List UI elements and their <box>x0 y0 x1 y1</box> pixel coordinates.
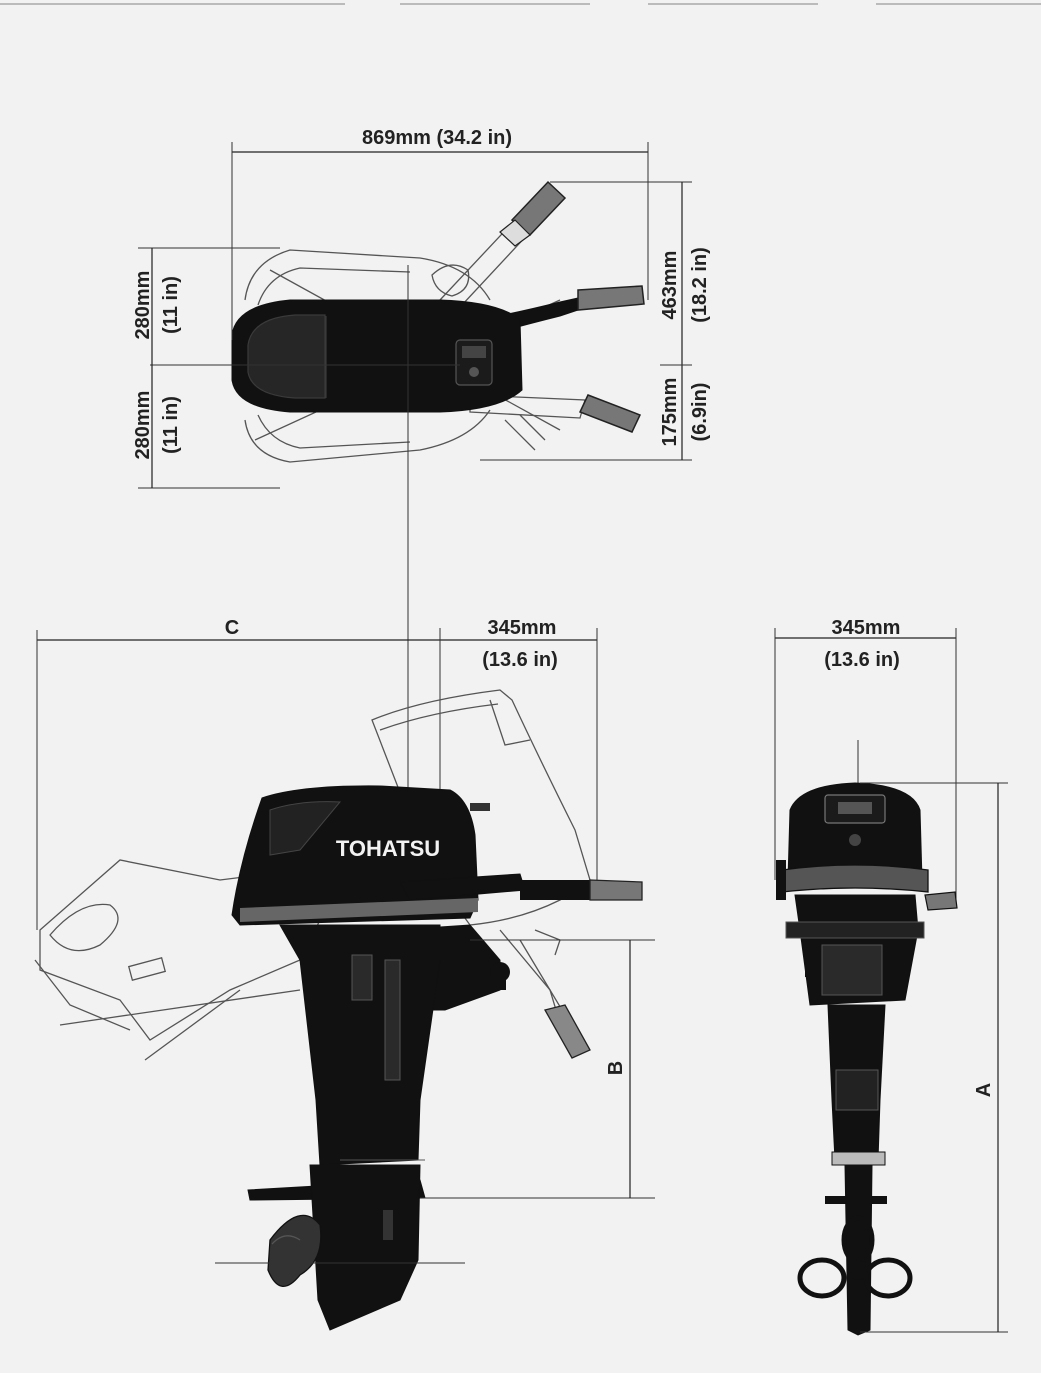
upper-tiller-grip <box>499 180 567 247</box>
ghost-tiller-grip <box>544 1004 591 1059</box>
side-depth-dimension: 345mm (13.6 in) <box>439 617 598 880</box>
width-dimension-label: 869mm (34.2 in) <box>362 127 512 149</box>
right-upper-mm: 463mm <box>659 251 681 320</box>
b-dimension: B <box>420 939 655 1199</box>
side-view: C 345mm (13.6 in) <box>34 617 655 1331</box>
front-width-mm: 345mm <box>832 617 901 639</box>
brand-logo: TOHATSU <box>336 836 440 861</box>
lower-tiller-grip <box>578 394 642 433</box>
left-dimensions: 280mm (11 in) 280mm (11 in) <box>132 247 280 489</box>
left-upper-in: (11 in) <box>160 276 182 334</box>
a-dimension-label: A <box>973 1083 995 1097</box>
side-depth-in: (13.6 in) <box>482 649 558 671</box>
top-view: 869mm (34.2 in) 280mm (11 in) 280mm (11 … <box>132 127 711 790</box>
c-dimension: C <box>36 617 440 930</box>
left-upper-mm: 280mm <box>132 271 154 340</box>
front-width-dimension: 345mm (13.6 in) <box>774 617 957 900</box>
outboard-engine-front <box>776 782 958 1336</box>
c-dimension-label: C <box>225 617 239 639</box>
side-depth-mm: 345mm <box>488 617 557 639</box>
front-width-in: (13.6 in) <box>824 649 900 671</box>
width-dimension: 869mm (34.2 in) <box>231 127 649 340</box>
outboard-engine-side: TOHATSU <box>215 785 643 1331</box>
right-upper-in: (18.2 in) <box>689 247 711 323</box>
b-dimension-label: B <box>605 1061 627 1075</box>
right-lower-in: (6.9in) <box>689 383 711 442</box>
right-dimensions: 463mm (18.2 in) 175mm (6.9in) <box>480 181 711 461</box>
left-lower-in: (11 in) <box>160 396 182 454</box>
engine-cowling-top <box>231 299 523 413</box>
left-lower-mm: 280mm <box>132 391 154 460</box>
right-lower-mm: 175mm <box>659 378 681 447</box>
front-view: 345mm (13.6 in) <box>774 617 1008 1336</box>
a-dimension: A <box>860 782 1008 1333</box>
